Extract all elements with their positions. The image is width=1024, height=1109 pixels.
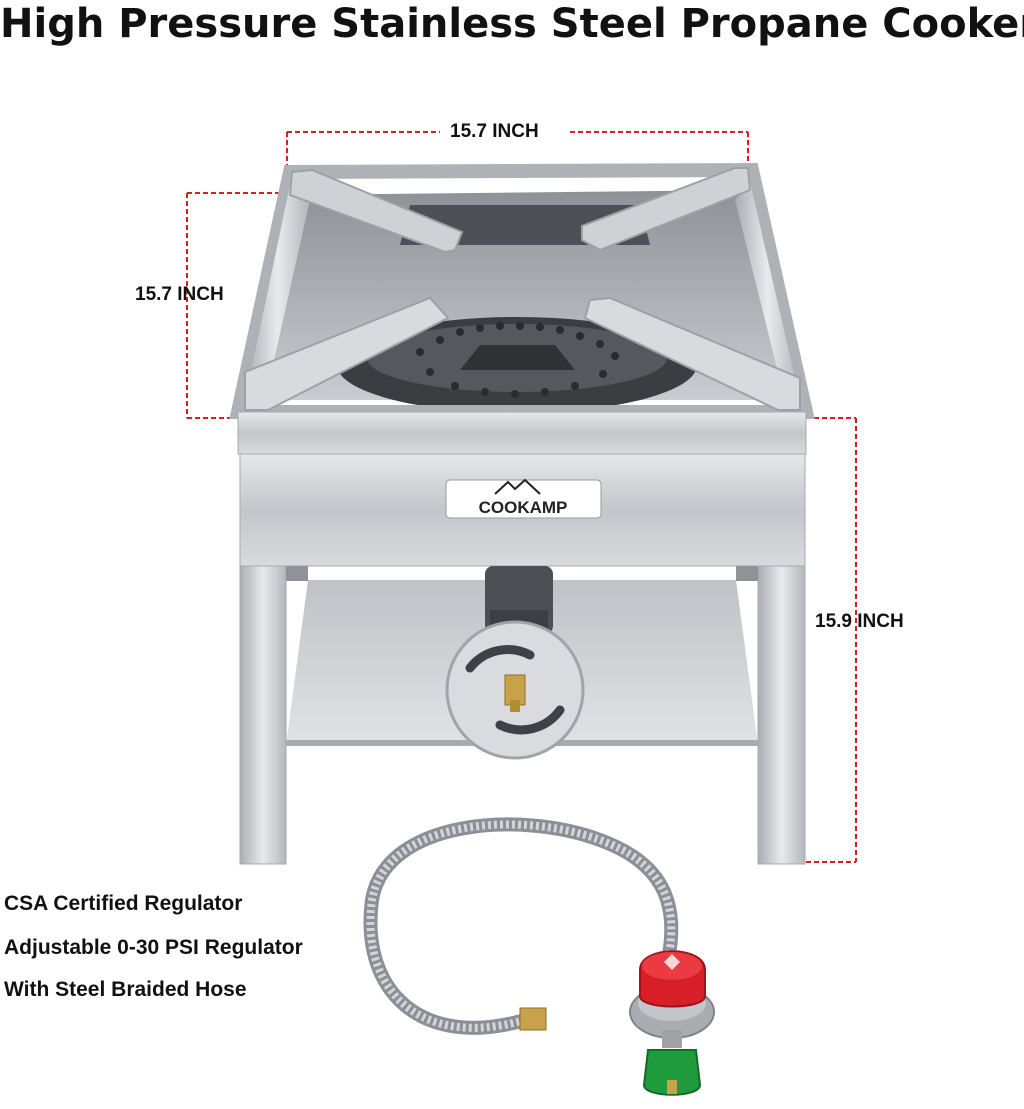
width-dimension-label: 15.7 INCH	[450, 121, 539, 142]
page-title: High Pressure Stainless Steel Propane Co…	[0, 1, 1024, 47]
pot-support-bars	[244, 167, 801, 411]
depth-dimension-label: 15.7 INCH	[135, 284, 224, 305]
burner-icon	[337, 317, 697, 413]
air-shutter-icon	[445, 620, 585, 760]
feature-adjustable-psi: Adjustable 0-30 PSI Regulator	[4, 936, 303, 959]
mountain-logo-icon	[494, 478, 541, 495]
feature-regulator-certified: CSA Certified Regulator	[4, 892, 243, 915]
height-dimension-label: 15.9 INCH	[815, 611, 904, 632]
feature-braided-hose: With Steel Braided Hose	[4, 978, 247, 1001]
propane-regulator-icon	[629, 950, 715, 1096]
brand-logo: COOKAMP	[479, 498, 568, 517]
steel-braided-hose-icon	[363, 817, 679, 1035]
